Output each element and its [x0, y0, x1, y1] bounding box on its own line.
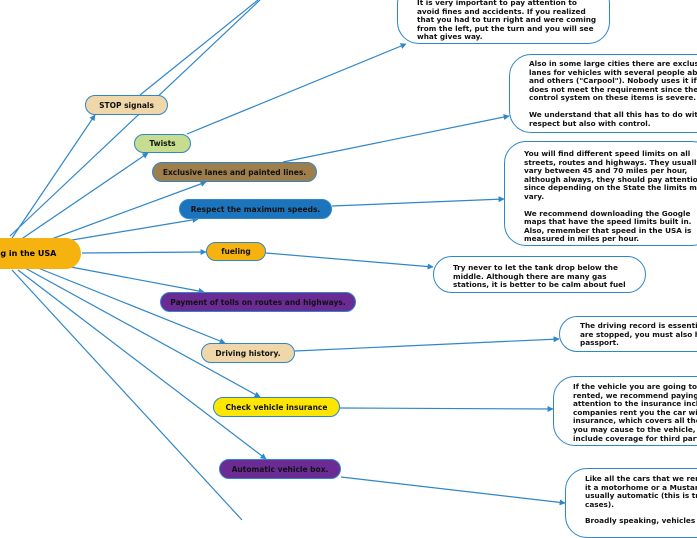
- note-stop-signals: It is very important to pay attention to…: [397, 0, 610, 44]
- topic-label: Exclusive lanes and painted lines.: [162, 167, 307, 177]
- central-to-stop-line: [11, 114, 96, 239]
- note-text: We understand that all this has to do wi…: [529, 110, 697, 128]
- central-to-lower-line: [11, 269, 243, 520]
- central-to-upper-line: [9, 0, 261, 237]
- note-text: You will find different speed limits on …: [524, 149, 697, 202]
- history-to-note-line: [294, 336, 560, 352]
- central-to-twists-line: [19, 152, 149, 241]
- central-topic-label: ng in the USA: [0, 249, 57, 258]
- central-to-history-line: [37, 267, 226, 344]
- connector-lines: [9, 0, 566, 520]
- insurance-to-note-line: [339, 405, 554, 412]
- topic-label: Twists: [149, 139, 176, 148]
- topic-fueling[interactable]: fueling: [206, 242, 266, 261]
- note-text: Also in some large cities there are excl…: [529, 59, 697, 103]
- central-to-speed-line: [59, 216, 199, 243]
- central-to-tolls-line: [59, 264, 205, 294]
- topic-label: Driving history.: [215, 348, 281, 358]
- note-text: The driving record is essential are stop…: [580, 321, 697, 348]
- note-driving-record: The driving record is essential are stop…: [559, 316, 697, 352]
- topic-label: STOP signals: [99, 100, 154, 110]
- topic-automatic-box[interactable]: Automatic vehicle box.: [219, 459, 341, 479]
- topic-label: fueling: [221, 247, 251, 256]
- topic-toll-payment[interactable]: Payment of tolls on routes and highways.: [160, 292, 356, 312]
- note-text: If the vehicle you are going to d rented…: [573, 382, 697, 443]
- gearbox-to-note-line: [340, 476, 566, 506]
- topic-twists[interactable]: Twists: [134, 134, 191, 153]
- note-exclusive-lanes: Also in some large cities there are excl…: [509, 54, 697, 133]
- note-text: Broadly speaking, vehicles w: [585, 516, 697, 526]
- speed-to-note-line: [331, 196, 505, 207]
- central-to-gearbox-line: [17, 269, 267, 460]
- note-speed-limits: You will find different speed limits on …: [504, 141, 697, 246]
- fueling-to-note-line: [265, 252, 434, 270]
- topic-vehicle-insurance[interactable]: Check vehicle insurance: [213, 397, 340, 417]
- topic-label: Payment of tolls on routes and highways.: [170, 297, 346, 307]
- topic-driving-history[interactable]: Driving history.: [201, 343, 295, 363]
- topic-label: Automatic vehicle box.: [231, 464, 329, 474]
- central-topic[interactable]: ng in the USA: [0, 238, 81, 269]
- note-text: We recommend downloading the Google maps…: [524, 208, 692, 244]
- topic-stop-signals[interactable]: STOP signals: [85, 95, 168, 115]
- topic-maximum-speeds[interactable]: Respect the maximum speeds.: [179, 199, 332, 219]
- topic-label: Check vehicle insurance: [225, 402, 328, 412]
- central-to-lanes-line: [37, 181, 207, 245]
- lanes-to-note-line: [282, 114, 510, 163]
- central-to-fueling-line: [81, 249, 207, 256]
- note-vehicle-insurance: If the vehicle you are going to d rented…: [553, 376, 697, 446]
- topic-label: Respect the maximum speeds.: [190, 204, 321, 214]
- topic-exclusive-lanes[interactable]: Exclusive lanes and painted lines.: [152, 162, 317, 182]
- note-text: Like all the cars that we rent it a moto…: [585, 474, 697, 509]
- note-text: It is very important to pay attention to…: [417, 0, 597, 42]
- twists-to-note-line: [186, 43, 407, 135]
- note-text: Try never to let the tank drop below the…: [453, 263, 626, 290]
- note-fueling: Try never to let the tank drop below the…: [433, 256, 646, 293]
- stop-to-note-line: [139, 0, 259, 96]
- central-to-insurance-line: [24, 267, 261, 398]
- note-automatic-box: Like all the cars that we rent it a moto…: [565, 468, 697, 538]
